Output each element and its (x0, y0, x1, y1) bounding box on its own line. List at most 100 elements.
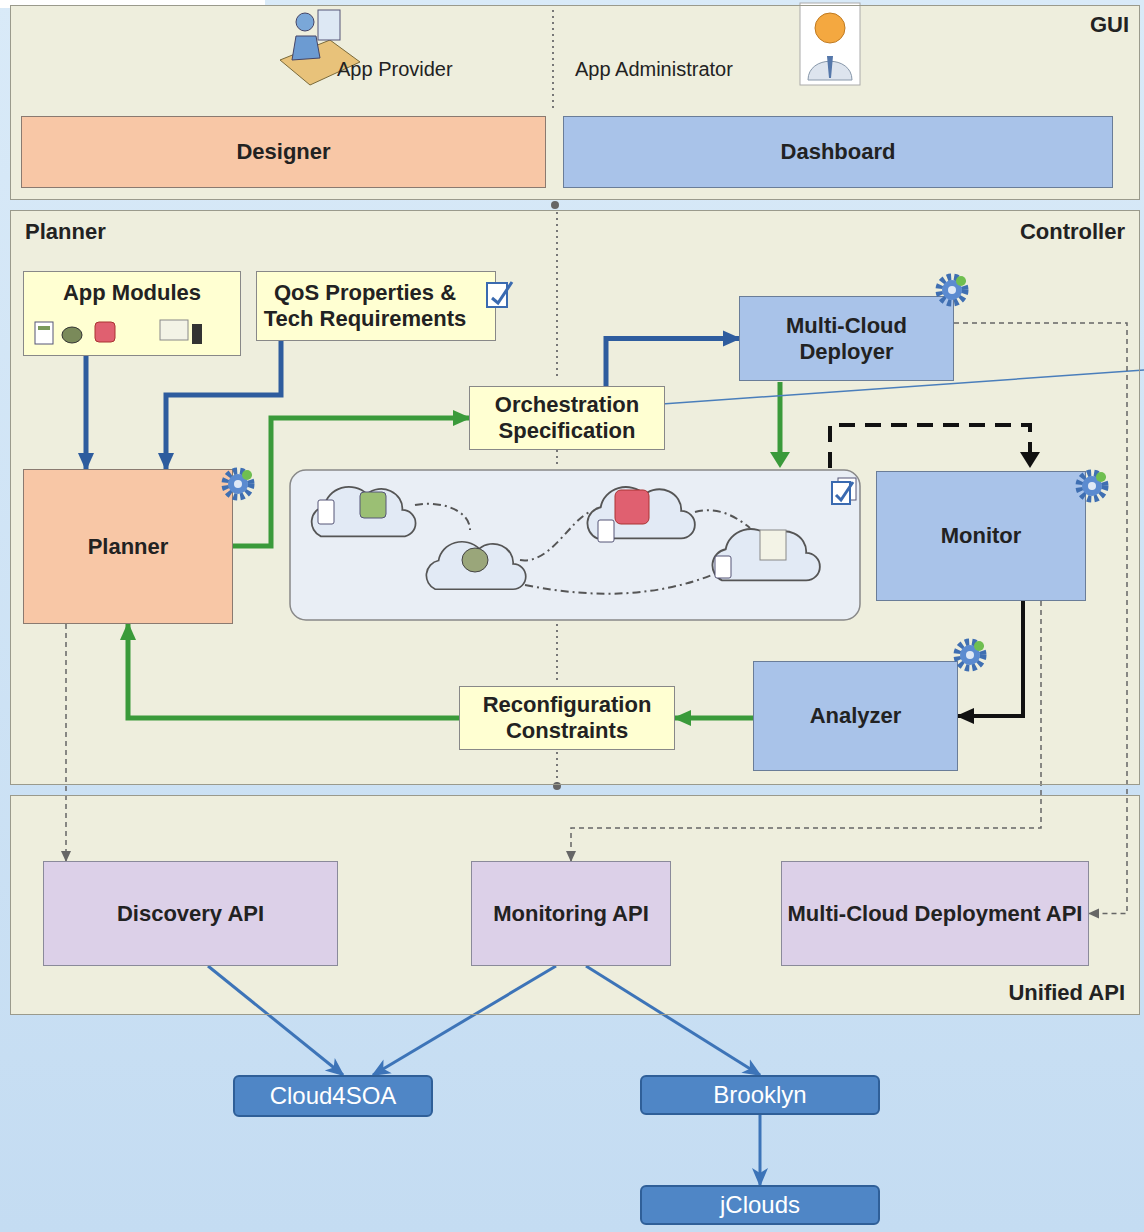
box-label: Brooklyn (713, 1081, 806, 1109)
planner-box: Planner (23, 469, 233, 624)
checklist-icon-part (836, 482, 853, 500)
tool-tag: jClouds (640, 1185, 880, 1225)
cloud-deployment-part (290, 470, 860, 620)
divider-part (556, 212, 558, 380)
gear-icon (225, 470, 252, 497)
tool-tag: Cloud4SOA (233, 1075, 433, 1117)
connector (586, 966, 760, 1075)
module-icons-part (62, 327, 82, 343)
connector (373, 966, 556, 1075)
module-icons-part (160, 320, 188, 340)
dashboard-box: Dashboard (563, 116, 1113, 188)
band-fill (10, 5, 1140, 200)
requirements-box: QoS Properties & Tech Requirements (256, 271, 496, 341)
box-label: jClouds (720, 1191, 800, 1219)
gear-icon (939, 276, 966, 303)
divider-dot (553, 782, 561, 790)
box-label: Cloud4SOA (270, 1082, 397, 1110)
cloud-deployment-part (426, 542, 525, 589)
module-icons-part (35, 322, 53, 344)
checklist-icon-part (487, 283, 507, 307)
cloud-deployment-part (462, 548, 488, 572)
box-label: Reconfiguration Constraints (460, 692, 674, 744)
box-label: QoS Properties & Tech Requirements (257, 280, 473, 332)
app-provider-icon-part (318, 10, 340, 40)
connector (128, 624, 459, 718)
cloud-deployment-part (318, 500, 334, 524)
cloud-deployment-part (415, 504, 750, 594)
connector (954, 323, 1127, 914)
api-band: Unified API Discovery API Monitoring API Mu… (10, 795, 1140, 1015)
app-provider-icon-part (296, 13, 314, 31)
control-band: Planner ControllerApp Modules QoS Properti… (10, 210, 1140, 785)
layout-arrows-part (1020, 452, 1040, 468)
box-label: Dashboard (781, 139, 896, 165)
cloud-deployment-part (760, 530, 786, 560)
connector (65, 624, 67, 861)
divider-part (556, 624, 558, 682)
layout-arrows (648, 370, 1144, 468)
box-label: Monitoring API (493, 901, 649, 927)
role-label: App Provider (337, 58, 453, 81)
app-provider-icon-part (292, 36, 320, 60)
connector (84, 356, 89, 469)
band-fill (10, 210, 1140, 785)
spec-note: Orchestration Specification (469, 386, 665, 450)
api-box: Monitoring API (471, 861, 671, 966)
band-heading: Controller (1020, 219, 1125, 245)
box-label: Discovery API (117, 901, 264, 927)
app-admin-icon-part (800, 3, 860, 85)
connector (166, 341, 281, 469)
cloud-deployment-part (360, 492, 386, 518)
gear-icon-part (939, 276, 966, 303)
constraints-note: Reconfiguration Constraints (459, 686, 675, 750)
monitor-box: Monitor (876, 471, 1086, 601)
gear-icon (957, 641, 984, 668)
cloud-deployment-part (615, 490, 649, 524)
module-icons-part (192, 324, 202, 344)
box-label: Multi-Cloud Deployment API (788, 901, 1083, 927)
connector (759, 1115, 762, 1185)
connector (958, 601, 1023, 716)
box-label: Analyzer (810, 703, 902, 729)
connector (606, 339, 739, 387)
band-heading: Planner (25, 219, 106, 245)
app-admin-icon (800, 3, 860, 85)
gear-icon-part (225, 470, 252, 497)
divider-dot (551, 201, 559, 209)
gear-icon (1079, 472, 1106, 499)
layout-arrows-part (770, 452, 790, 468)
analyzer-box: Analyzer (753, 661, 958, 771)
api-box: Discovery API (43, 861, 338, 966)
band-heading: Unified API (1008, 980, 1125, 1006)
divider-part (556, 450, 558, 466)
gear-icon-part (1079, 472, 1106, 499)
module-icons (35, 320, 202, 344)
box-label: Planner (88, 534, 169, 560)
connector (208, 966, 343, 1075)
layout-arrows-part (830, 425, 1030, 468)
checklist-icon (832, 482, 853, 504)
module-icons-part (95, 322, 115, 342)
app-admin-icon-part (827, 56, 833, 78)
box-label: Monitor (941, 523, 1022, 549)
cloud-deployment-part (312, 487, 416, 537)
checklist-icon-part (492, 282, 512, 303)
cloud-deployment-part (715, 556, 731, 578)
tool-tag: Brooklyn (640, 1075, 880, 1115)
layout-arrows-part (778, 382, 783, 452)
cloud-deployment-part (838, 478, 856, 500)
checklist-icon-part (832, 482, 850, 504)
designer-box: Designer (21, 116, 546, 188)
box-label: App Modules (63, 280, 201, 306)
divider-part (556, 752, 558, 783)
cloud-deployment-part (598, 520, 614, 542)
divider-part (552, 10, 554, 110)
gear-icon-part (957, 641, 984, 668)
box-label: Orchestration Specification (470, 392, 664, 444)
deployer-box: Multi-Cloud Deployer (739, 296, 954, 381)
gui-band: GUIDesignerDashboard (10, 5, 1140, 200)
module-box: App Modules (23, 271, 241, 356)
role-label: App Administrator (575, 58, 733, 81)
cloud-deployment (290, 470, 860, 620)
